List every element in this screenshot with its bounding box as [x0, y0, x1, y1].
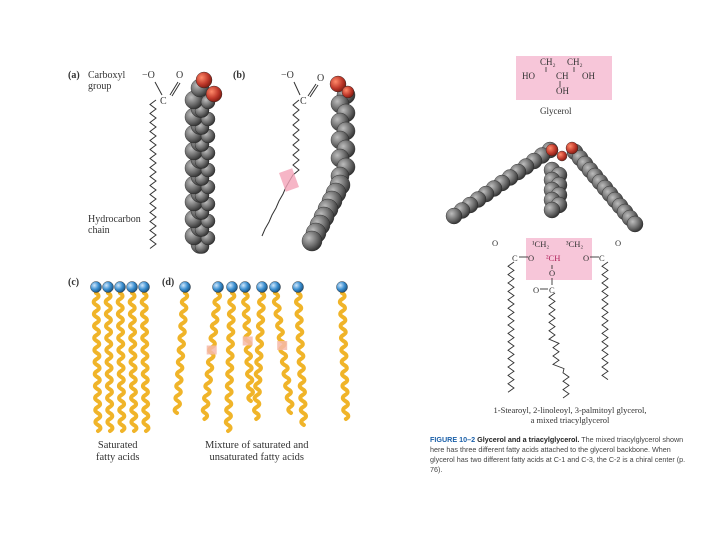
fatty-acid-tail: [296, 293, 306, 425]
carboxyl-headgroup: [180, 282, 191, 293]
carboxyl-headgroup: [240, 282, 251, 293]
carboxyl-headgroup: [115, 282, 126, 293]
fatty-acid-tail: [340, 293, 349, 419]
oxygen-atom: [546, 144, 558, 156]
carboxyl-headgroup: [127, 282, 138, 293]
oxygen-atom: [557, 151, 567, 161]
mixed-fatty-acids: [175, 282, 349, 432]
double-bond-highlight: [279, 168, 299, 192]
oxygen-atom: [206, 86, 222, 102]
fatty-acid-tail: [243, 293, 253, 401]
carboxyl-headgroup: [91, 282, 102, 293]
fatty-acid-tail: [106, 293, 113, 431]
fatty-acid-tail: [226, 293, 235, 431]
fatty-acid-tail: [203, 293, 220, 419]
triacylglycerol-space-filling-model: [446, 142, 643, 232]
saturated-fatty-acids: [91, 282, 150, 432]
carbon-atom: [627, 216, 643, 232]
oxygen-atom: [342, 86, 354, 98]
carboxyl-headgroup: [213, 282, 224, 293]
fatty-acid-tail: [142, 293, 149, 431]
panel-a-skeletal-chain: [150, 82, 180, 249]
double-bond-kink: [207, 346, 217, 355]
carboxyl-headgroup: [227, 282, 238, 293]
double-bond-kink: [277, 341, 287, 350]
carboxyl-headgroup: [270, 282, 281, 293]
fatty-acid-tail: [130, 293, 137, 431]
panel-b-skeletal-chain: [262, 82, 318, 236]
carboxyl-headgroup: [103, 282, 114, 293]
double-bond-kink: [243, 337, 253, 346]
carbon-atom: [302, 231, 322, 251]
panel-a-space-filling-model: [185, 72, 222, 254]
carboxyl-headgroup: [139, 282, 150, 293]
fatty-acid-tail: [175, 293, 188, 413]
carbon-atom: [544, 202, 560, 218]
fatty-acid-tail: [94, 293, 101, 431]
carboxyl-headgroup: [257, 282, 268, 293]
glycerol-bonds: [546, 67, 574, 87]
oxygen-atom: [196, 72, 212, 88]
carboxyl-headgroup: [293, 282, 304, 293]
carboxyl-headgroup: [337, 282, 348, 293]
fatty-acid-tail: [254, 293, 264, 419]
fatty-acid-tail: [118, 293, 125, 431]
carbon-atom: [446, 208, 462, 224]
oxygen-atom: [566, 142, 578, 154]
triacylglycerol-skeletal: [508, 257, 608, 398]
fatty-acid-tail: [274, 293, 293, 413]
panel-b-space-filling-model: [302, 76, 355, 251]
